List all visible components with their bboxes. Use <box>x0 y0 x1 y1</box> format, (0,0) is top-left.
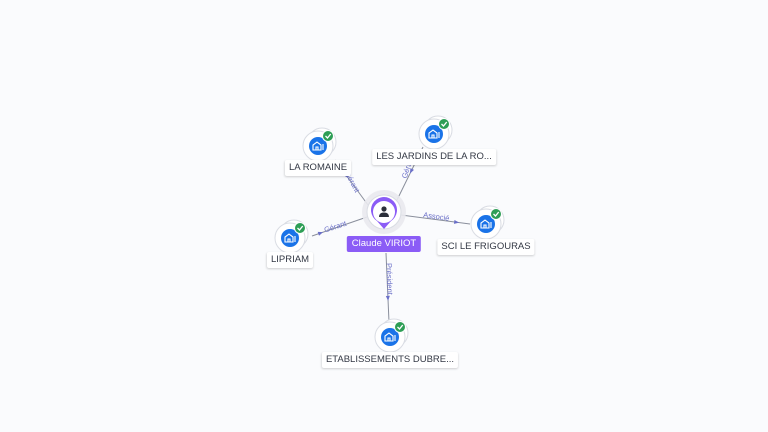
company-label-sci-le-frigouras[interactable]: SCI LE FRIGOURAS <box>437 239 535 255</box>
company-node-lipriam[interactable] <box>274 219 309 254</box>
company-label-etablissements-dubre[interactable]: ETABLISSEMENTS DUBRE... <box>321 352 459 368</box>
building-icon <box>312 141 324 151</box>
edge-sci-le-frigouras: Associé <box>400 210 471 225</box>
building-icon <box>384 332 396 342</box>
company-label-lipriam[interactable]: LIPRIAM <box>266 252 314 268</box>
edge-arrow <box>409 168 414 174</box>
edge-arrow <box>317 231 324 236</box>
edge-etablissements-dubre: Président <box>384 252 395 323</box>
edge-arrow <box>385 295 390 301</box>
verified-check-icon <box>294 222 306 234</box>
person-node[interactable] <box>362 190 406 234</box>
person-label[interactable]: Claude VIRIOT <box>346 236 422 252</box>
verified-check-icon <box>322 130 334 142</box>
company-node-sci-le-frigouras[interactable] <box>470 205 505 240</box>
building-icon <box>284 233 296 243</box>
company-node-etablissements-dubre[interactable] <box>374 318 409 353</box>
edge-arrow <box>453 219 460 224</box>
edge-label: Président <box>384 263 394 296</box>
verified-check-icon <box>438 118 450 130</box>
edge-label: Associé <box>423 210 450 223</box>
edge-label: Gérant <box>323 219 348 235</box>
company-node-la-romaine[interactable] <box>302 127 337 162</box>
verified-check-icon <box>394 321 406 333</box>
building-icon <box>480 219 492 229</box>
building-icon <box>428 129 440 139</box>
edge-lipriam: Gérant <box>311 216 368 237</box>
verified-check-icon <box>490 208 502 220</box>
company-node-les-jardins[interactable] <box>418 115 453 150</box>
person-icon <box>379 206 389 217</box>
company-label-la-romaine[interactable]: LA ROMAINE <box>284 160 352 176</box>
company-label-les-jardins[interactable]: LES JARDINS DE LA RO... <box>372 149 496 165</box>
edge-line <box>385 252 390 323</box>
